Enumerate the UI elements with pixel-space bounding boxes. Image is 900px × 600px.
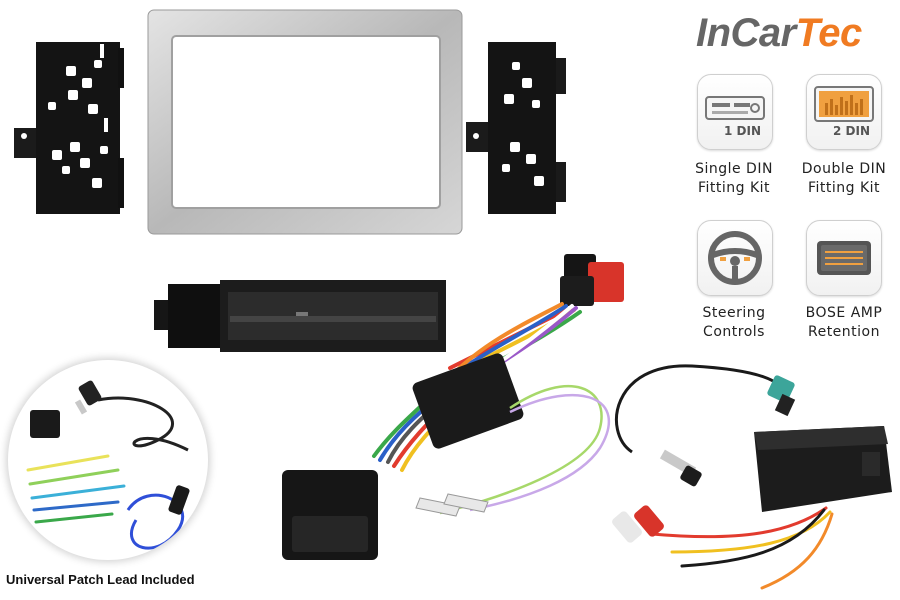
single-din-radio-icon bbox=[697, 74, 773, 150]
steering-interface-harness bbox=[282, 254, 624, 560]
bose-amp-label: BOSE AMP Retention bbox=[784, 304, 900, 342]
double-din-radio-icon bbox=[806, 74, 882, 150]
patch-lead-caption: Universal Patch Lead Included bbox=[6, 572, 195, 587]
right-mounting-bracket bbox=[466, 42, 566, 214]
brand-logo-part-b: Tec bbox=[795, 11, 862, 55]
steering-controls-label: Steering Controls bbox=[674, 304, 794, 342]
single-din-label: Single DIN Fitting Kit bbox=[674, 160, 794, 198]
double-din-badge: 2 DIN bbox=[833, 124, 870, 138]
brand-logo: InCarTec bbox=[696, 8, 896, 58]
bose-amp-icon bbox=[806, 220, 882, 296]
double-din-label-line1: Double DIN bbox=[801, 161, 887, 177]
steering-controls-label-line1: Steering bbox=[702, 305, 766, 321]
bose-amp-label-line1: BOSE AMP bbox=[805, 305, 883, 321]
single-din-label-line2: Fitting Kit bbox=[697, 180, 771, 196]
patch-lead-image bbox=[8, 360, 208, 560]
double-din-frame bbox=[147, 9, 463, 235]
double-din-label-line2: Fitting Kit bbox=[807, 180, 881, 196]
single-din-label-line1: Single DIN bbox=[695, 161, 773, 177]
brand-logo-part-a: InCar bbox=[696, 11, 796, 55]
left-mounting-bracket bbox=[14, 42, 124, 214]
double-din-label: Double DIN Fitting Kit bbox=[784, 160, 900, 198]
single-din-badge: 1 DIN bbox=[724, 124, 761, 138]
single-din-pocket bbox=[154, 280, 446, 352]
bose-amp-label-line2: Retention bbox=[807, 324, 880, 340]
steering-controls-label-line2: Controls bbox=[703, 324, 765, 340]
steering-wheel-icon bbox=[697, 220, 773, 296]
bose-amp-module bbox=[612, 364, 892, 590]
